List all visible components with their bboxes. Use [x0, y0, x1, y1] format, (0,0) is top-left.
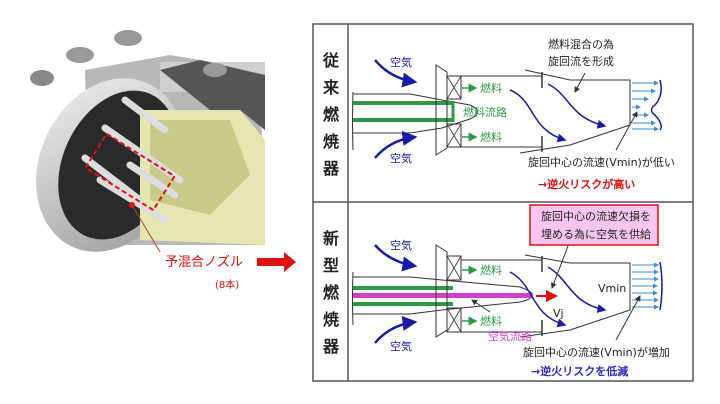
conventional-air-top: 空気 — [390, 55, 412, 69]
new-type-callout-2: 埋める為に空気を供給 — [541, 227, 651, 241]
new-type-air-passage: 空気流路 — [488, 329, 532, 343]
new-type-title-chars-2: 燃 — [323, 283, 340, 302]
nozzle-label: 予混合ノズル — [165, 254, 243, 270]
nozzle-highlight-box — [84, 132, 176, 212]
conventional-title-chars-0: 従 — [322, 51, 339, 70]
new-type-title-chars-3: 焼 — [323, 310, 339, 329]
red-arrow-icon — [257, 252, 296, 272]
conventional-swirl-note-2: 旋回流を形成 — [548, 54, 614, 68]
new-type-air-bottom: 空気 — [390, 339, 412, 353]
conventional-fuel-bottom: 燃料 — [480, 130, 502, 144]
callout-box — [529, 204, 659, 246]
new-type-callout-1: 旋回中心の流速欠損を — [541, 209, 651, 223]
new-type-vmin-label: Vmin — [598, 282, 626, 295]
new-type-fuel-bottom: 燃料 — [480, 314, 502, 328]
new-type-title-chars-1: 型 — [323, 256, 339, 275]
new-type-vmin-note: 旋回中心の流速(Vmin)が増加 — [523, 345, 670, 359]
conventional-swirl-note-1: 燃料混合の為 — [548, 37, 614, 51]
conventional-fuel-top: 燃料 — [480, 81, 502, 95]
conventional-vmin-note: 旋回中心の流速(Vmin)が低い — [528, 155, 675, 169]
new-type-vj-label: Vj — [553, 307, 564, 320]
conventional-air-bottom: 空気 — [390, 151, 412, 165]
conventional-title-chars-1: 来 — [322, 78, 340, 97]
burner-rendering — [30, 30, 265, 253]
new-type-fuel-top: 燃料 — [480, 263, 502, 277]
conventional-title-chars-3: 焼 — [323, 132, 339, 151]
new-type-risk-note: →逆火リスクを低減 — [531, 364, 628, 378]
new-type-section: 新 型 燃 焼 器 空気 空気 燃料 燃料 空気流路 Vj — [322, 204, 670, 378]
nozzle-count: (8本) — [215, 278, 239, 291]
conventional-title-chars-2: 燃 — [323, 105, 340, 124]
conventional-risk-note: →逆火リスクが高い — [538, 177, 635, 191]
conventional-section: 従 来 燃 焼 器 空気 空気 燃料 燃料 燃料流路 燃料混合の為 — [322, 37, 675, 191]
conventional-fuel-passage: 燃料流路 — [463, 105, 507, 119]
new-type-air-top: 空気 — [390, 238, 412, 252]
new-type-title-chars-0: 新 — [323, 229, 339, 248]
new-type-title-chars-4: 器 — [322, 337, 340, 356]
conventional-title-chars-4: 器 — [322, 159, 340, 178]
